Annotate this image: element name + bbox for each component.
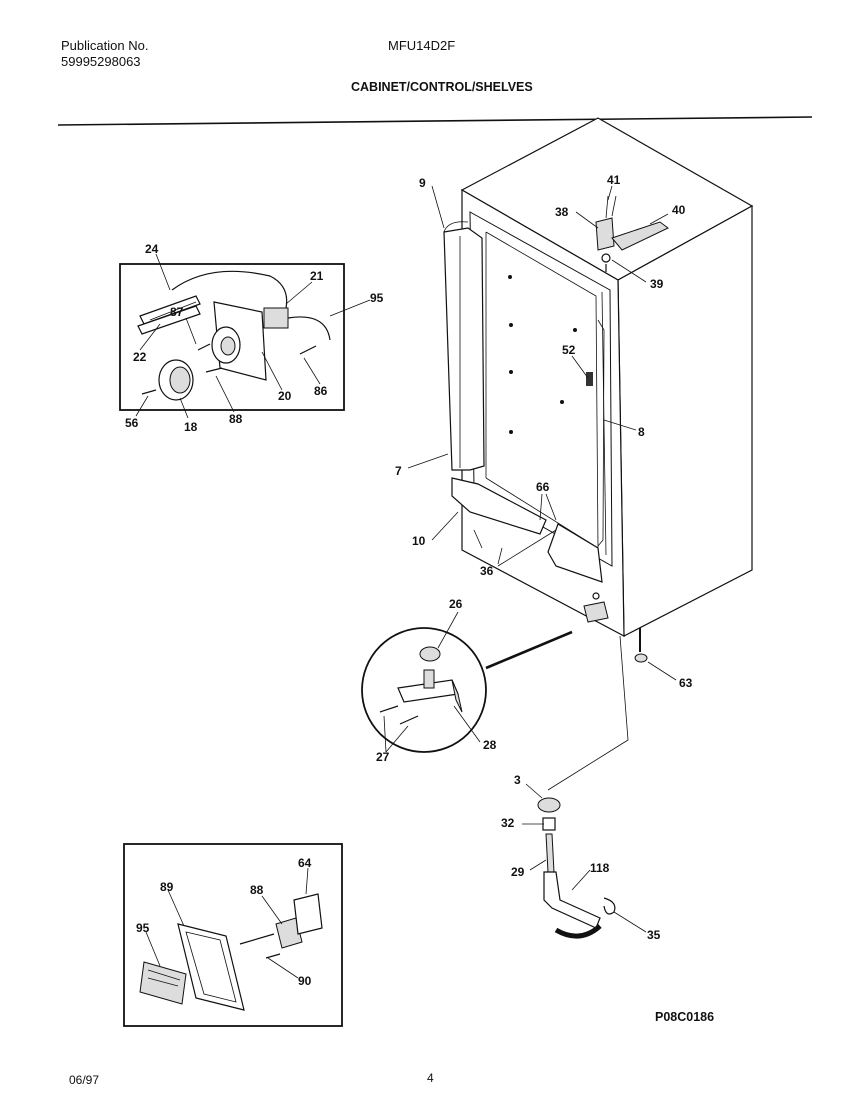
callout-90: 90 bbox=[298, 974, 312, 988]
callout-88-light: 88 bbox=[250, 883, 264, 897]
callout-8: 8 bbox=[638, 425, 645, 439]
callout-7: 7 bbox=[395, 464, 402, 478]
callout-95-light: 95 bbox=[136, 921, 150, 935]
page-number: 4 bbox=[427, 1071, 434, 1085]
publication-label: Publication No. bbox=[61, 38, 149, 53]
callout-56: 56 bbox=[125, 416, 139, 430]
bottom-hinge-cabinet bbox=[583, 592, 609, 623]
callout-29: 29 bbox=[511, 865, 525, 879]
light-inset bbox=[123, 843, 343, 1027]
callout-64: 64 bbox=[298, 856, 312, 870]
callout-20: 20 bbox=[278, 389, 292, 403]
callout-labels: 9 41 38 40 39 52 8 7 66 10 36 24 21 95 8… bbox=[125, 173, 693, 988]
callout-87: 87 bbox=[170, 305, 184, 319]
control-inset bbox=[119, 263, 345, 411]
section-title: CABINET/CONTROL/SHELVES bbox=[351, 80, 533, 94]
cabinet-drawing bbox=[451, 117, 754, 638]
callout-9: 9 bbox=[419, 176, 426, 190]
callout-38: 38 bbox=[555, 205, 569, 219]
drain-assembly bbox=[537, 635, 629, 939]
callout-3: 3 bbox=[514, 773, 521, 787]
callout-35: 35 bbox=[647, 928, 661, 942]
callout-63: 63 bbox=[679, 676, 693, 690]
callout-52: 52 bbox=[562, 343, 576, 357]
callout-36: 36 bbox=[480, 564, 494, 578]
drawing-code: P08C0186 bbox=[655, 1010, 715, 1024]
callout-21: 21 bbox=[310, 269, 324, 283]
callout-40: 40 bbox=[672, 203, 686, 217]
callout-39: 39 bbox=[650, 277, 664, 291]
footer-date: 06/97 bbox=[69, 1073, 100, 1087]
callout-95-control: 95 bbox=[370, 291, 384, 305]
callout-27: 27 bbox=[376, 750, 390, 764]
callout-24: 24 bbox=[145, 242, 159, 256]
breaker-strip bbox=[443, 221, 485, 471]
callout-32: 32 bbox=[501, 816, 515, 830]
callout-26: 26 bbox=[449, 597, 463, 611]
publication-number: 59995298063 bbox=[61, 54, 141, 69]
leveler-leg bbox=[634, 628, 677, 681]
callout-89: 89 bbox=[160, 880, 174, 894]
hinge-detail-inset bbox=[361, 627, 573, 753]
model-number: MFU14D2F bbox=[388, 38, 456, 53]
callout-28: 28 bbox=[483, 738, 497, 752]
top-hinge bbox=[595, 195, 669, 272]
callout-118: 118 bbox=[590, 861, 610, 875]
callout-88-control: 88 bbox=[229, 412, 243, 426]
callout-10: 10 bbox=[412, 534, 426, 548]
callout-41: 41 bbox=[607, 173, 621, 187]
callout-66: 66 bbox=[536, 480, 550, 494]
leader-lines bbox=[135, 185, 669, 979]
callout-86: 86 bbox=[314, 384, 328, 398]
callout-18: 18 bbox=[184, 420, 198, 434]
callout-22: 22 bbox=[133, 350, 147, 364]
header-rule bbox=[57, 116, 813, 126]
